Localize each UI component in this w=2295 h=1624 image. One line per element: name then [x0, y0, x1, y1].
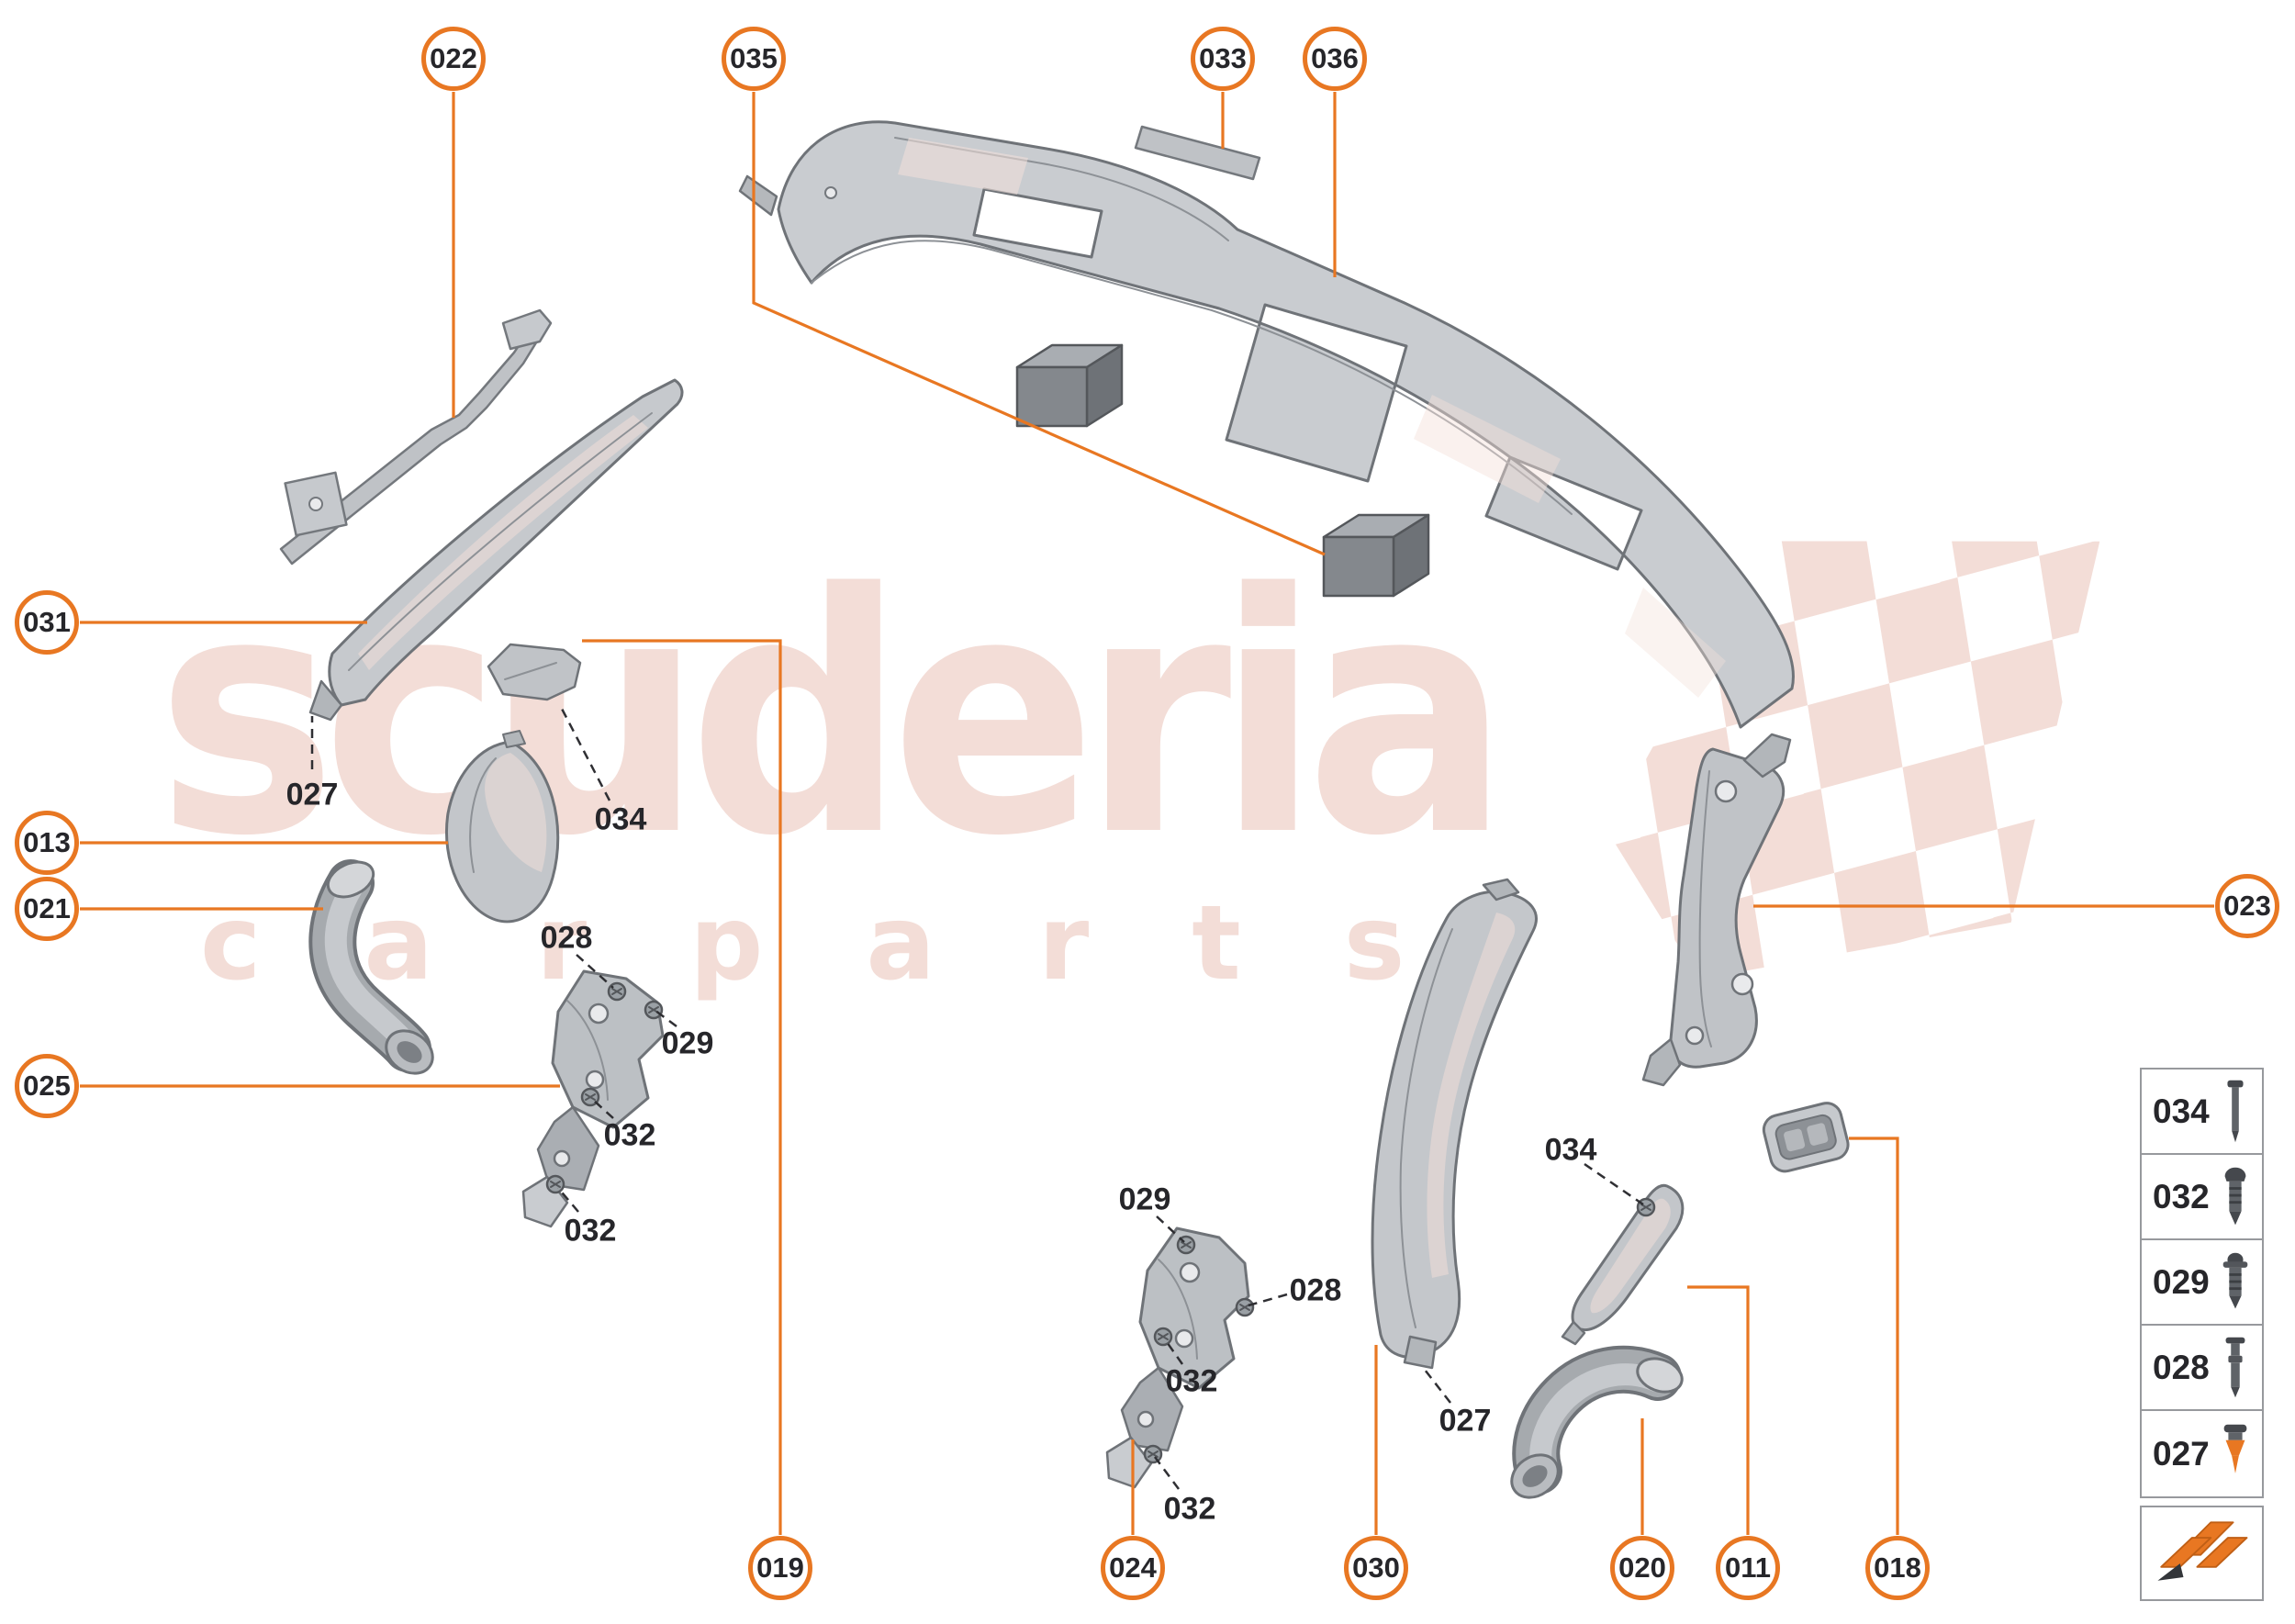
- callout-lines: [80, 92, 2214, 1535]
- foam-block: [1322, 513, 1430, 598]
- part-callout-022[interactable]: 022: [421, 27, 486, 91]
- part-callout-031[interactable]: 031: [15, 590, 79, 655]
- part-windscreen-header-panel: [738, 120, 1795, 729]
- watermark-subtitle: carparts: [200, 884, 1508, 1003]
- part-a-pillar-trim: [308, 378, 684, 722]
- fastener-label-028: 028: [1289, 1272, 1342, 1308]
- part-callout-011[interactable]: 011: [1716, 1536, 1780, 1600]
- fastener-label-029: 029: [661, 1025, 714, 1061]
- part-bracket-assembly-right: [1105, 1226, 1250, 1489]
- fastener-label-029: 029: [1118, 1182, 1171, 1217]
- legend-part-number: 029: [2153, 1262, 2210, 1301]
- part-callout-018[interactable]: 018: [1865, 1536, 1930, 1600]
- part-trim-blade: [1561, 1183, 1685, 1346]
- part-callout-025[interactable]: 025: [15, 1054, 79, 1118]
- part-callout-033[interactable]: 033: [1191, 27, 1255, 91]
- fastener-legend: 034 032 029 028 027: [2140, 1068, 2264, 1498]
- screw-icon: [545, 1174, 565, 1194]
- part-callout-019[interactable]: 019: [748, 1536, 812, 1600]
- part-mirror-sail-trim: [445, 730, 560, 924]
- screw-icon: [607, 981, 627, 1002]
- pan-screw-icon: [2218, 1162, 2253, 1232]
- part-callout-020[interactable]: 020: [1610, 1536, 1674, 1600]
- part-mounting-strip: [279, 308, 553, 566]
- part-clip-bracket: [487, 643, 582, 701]
- legend-row-028: 028: [2142, 1326, 2262, 1411]
- legend-part-number: 032: [2153, 1177, 2210, 1215]
- washer-screw-icon: [2218, 1248, 2253, 1317]
- part-callout-030[interactable]: 030: [1344, 1536, 1408, 1600]
- screw-icon: [644, 1000, 664, 1020]
- legend-part-number: 034: [2153, 1092, 2210, 1130]
- fastener-label-027: 027: [1439, 1403, 1492, 1439]
- screw-icon: [1235, 1297, 1255, 1317]
- part-callout-013[interactable]: 013: [15, 811, 79, 875]
- part-switch-bezel: [1762, 1102, 1850, 1173]
- part-callout-024[interactable]: 024: [1101, 1536, 1165, 1600]
- foam-block: [1015, 343, 1124, 428]
- trim-clip-icon: [2218, 1419, 2253, 1489]
- fastener-label-034: 034: [1544, 1132, 1597, 1168]
- part-air-duct-right: [1510, 1345, 1684, 1499]
- part-seal-strip: [1134, 125, 1261, 181]
- long-screw-icon: [2218, 1077, 2253, 1147]
- part-air-duct-left: [308, 859, 434, 1075]
- screw-icon: [1153, 1327, 1173, 1347]
- part-callout-021[interactable]: 021: [15, 877, 79, 941]
- legend-row-032: 032: [2142, 1155, 2262, 1240]
- part-callout-023[interactable]: 023: [2215, 874, 2279, 938]
- legend-part-number: 028: [2153, 1348, 2210, 1386]
- legend-row-027: 027: [2142, 1411, 2262, 1496]
- legend-row-029: 029: [2142, 1240, 2262, 1326]
- fastener-label-028: 028: [540, 920, 593, 956]
- fastener-label-032: 032: [1163, 1491, 1216, 1527]
- part-bracket-assembly-left: [521, 969, 665, 1228]
- fastener-leader-lines: [310, 708, 1644, 1490]
- legend-row-034: 034: [2142, 1070, 2262, 1155]
- fastener-label-034: 034: [594, 801, 647, 837]
- fastener-label-032: 032: [1165, 1363, 1218, 1399]
- legend-part-number: 027: [2153, 1434, 2210, 1473]
- fastener-label-032: 032: [603, 1117, 656, 1153]
- part-callout-036[interactable]: 036: [1303, 27, 1367, 91]
- part-reinforcement-bracket: [1641, 733, 1792, 1087]
- screw-icon: [1143, 1444, 1163, 1464]
- part-b-pillar-trim: [1371, 878, 1538, 1370]
- screw-icon: [580, 1087, 600, 1107]
- part-callout-035[interactable]: 035: [722, 27, 786, 91]
- fastener-label-032: 032: [564, 1213, 617, 1249]
- rivet-pin-icon: [2218, 1333, 2253, 1403]
- triple-arrow-icon: [2151, 1514, 2254, 1594]
- fastener-label-027: 027: [285, 777, 339, 812]
- direction-indicator-box: [2140, 1506, 2264, 1601]
